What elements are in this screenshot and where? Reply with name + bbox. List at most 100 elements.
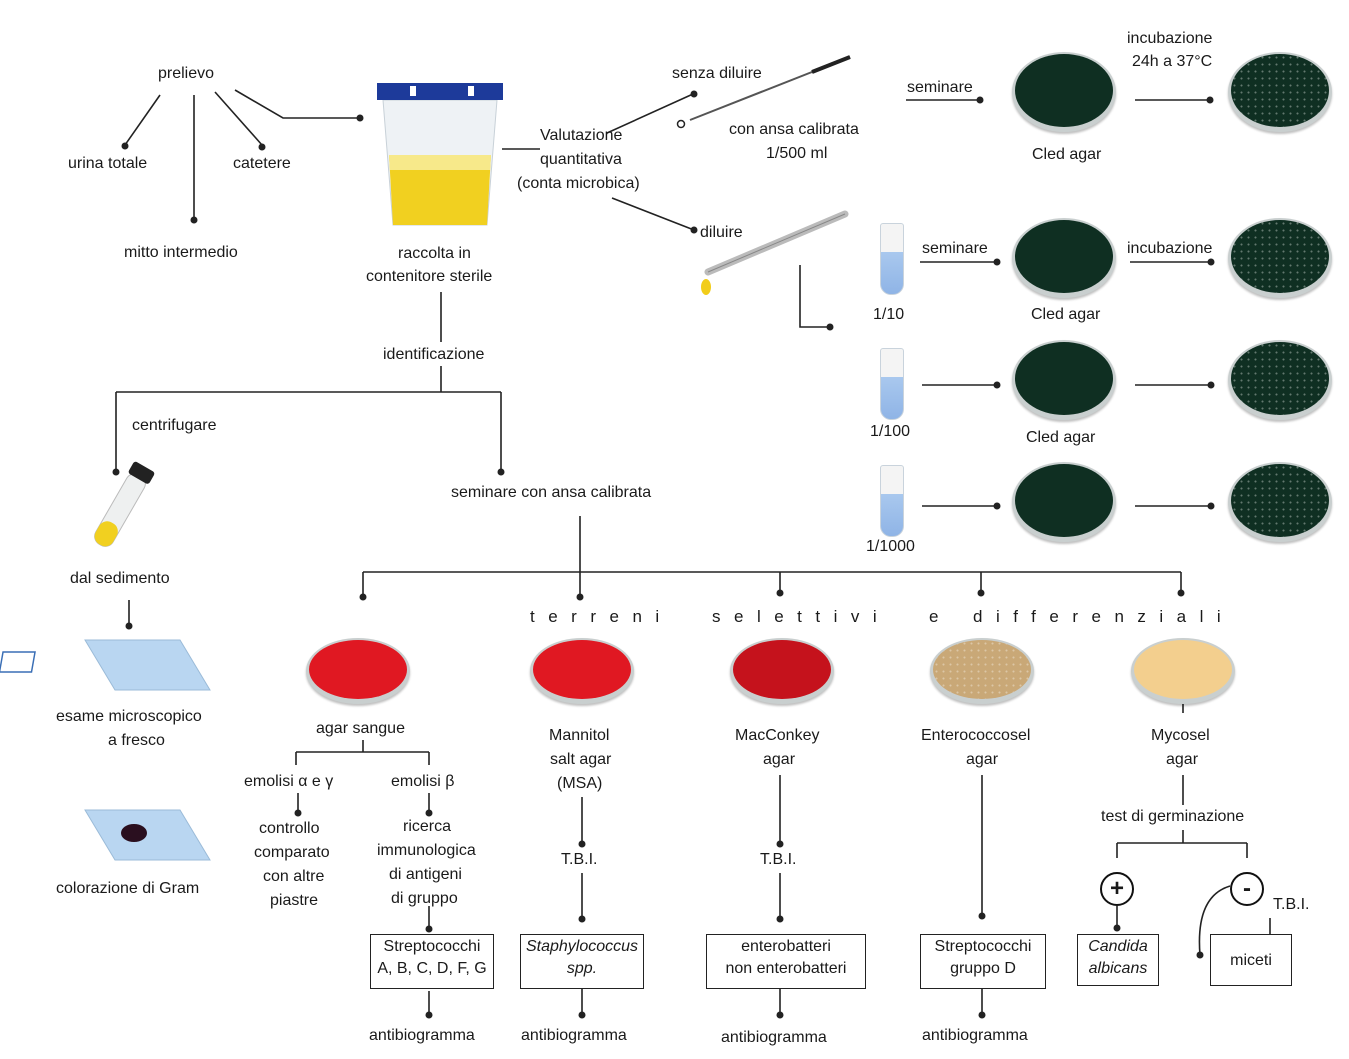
dilution-tube-1-10 [880, 223, 904, 295]
result-candida-albicans: Candida albicans [1077, 934, 1159, 986]
label-controllo-3: con altre [263, 868, 325, 885]
label-mitto-intermedio: mitto intermedio [124, 244, 238, 261]
cled-dish-top-1 [1015, 54, 1113, 127]
label-controllo-2: comparato [254, 844, 330, 861]
label-msa-3: (MSA) [557, 775, 603, 792]
label-msa-1: Mannitol [549, 727, 610, 744]
slide-microscopy-icon [0, 639, 211, 691]
result-line-1: Candida [1088, 938, 1148, 955]
result-line-2: A, B, C, D, F, G [377, 960, 487, 977]
label-seminare-ansa: seminare con ansa calibrata [451, 484, 652, 501]
cled-dish-1-100-b [1231, 342, 1329, 415]
label-dilution-1-1000: 1/1000 [866, 538, 915, 555]
result-line-2: albicans [1088, 960, 1148, 977]
label-ricerca-2: immunologica [377, 842, 476, 859]
label-antibiogramma-3: antibiogramma [721, 1029, 827, 1046]
label-con-ansa: con ansa calibrata [729, 121, 859, 138]
cled-dish-1-10-b [1231, 220, 1329, 293]
label-incubazione-2: incubazione [1127, 240, 1213, 257]
result-streptococchi-abcdfg: Streptococchi A, B, C, D, F, G [370, 934, 494, 989]
label-dilution-1-100: 1/100 [870, 423, 911, 440]
label-msa-2: salt agar [550, 751, 612, 768]
label-con-ansa-volume: 1/500 ml [766, 145, 828, 162]
result-line-2: non enterobatteri [725, 960, 847, 977]
label-urina-totale: urina totale [68, 155, 148, 172]
label-differenziali: differenziali [973, 607, 1235, 626]
label-tbi-mycosel: T.B.I. [1273, 896, 1310, 913]
label-antibiogramma-4: antibiogramma [922, 1027, 1028, 1044]
cled-dish-1-100-a [1015, 342, 1113, 415]
label-e: e [929, 607, 952, 626]
result-staphylococcus: Staphylococcus spp. [520, 934, 644, 989]
dilution-tube-1-1000 [880, 465, 904, 537]
label-antibiogramma-2: antibiogramma [521, 1027, 627, 1044]
result-line-1: Streptococchi [934, 938, 1032, 955]
cled-dish-1-1000-b [1231, 464, 1329, 537]
label-catetere: catetere [233, 155, 291, 172]
label-enterococcosel-2: agar [966, 751, 999, 768]
centrifuge-tube-icon [94, 461, 155, 547]
pipette-icon [701, 210, 849, 295]
label-centrifugare: centrifugare [132, 417, 217, 434]
result-streptococchi-d: Streptococchi gruppo D [920, 934, 1046, 989]
label-controllo-1: controllo [259, 820, 320, 837]
agar-sangue-dish [309, 640, 407, 699]
label-tbi-msa: T.B.I. [561, 851, 598, 868]
label-agar-sangue: agar sangue [316, 720, 405, 737]
mycosel-dish [1134, 640, 1232, 699]
label-valutazione-3: (conta microbica) [517, 175, 640, 192]
label-dal-sedimento: dal sedimento [70, 570, 170, 587]
label-seminare-top: seminare [907, 79, 973, 96]
label-cled-agar-1: Cled agar [1032, 146, 1102, 163]
label-cled-agar-2: Cled agar [1031, 306, 1101, 323]
label-antibiogramma-1: antibiogramma [369, 1027, 475, 1044]
result-line-2: spp. [566, 960, 598, 977]
label-ricerca-4: di gruppo [391, 890, 458, 907]
result-line-1: enterobatteri [741, 938, 831, 955]
cled-dish-1-1000-a [1015, 464, 1113, 537]
label-selettivi: selettivi [712, 607, 891, 626]
label-gram: colorazione di Gram [56, 880, 200, 897]
label-incubazione-24h-1: incubazione [1127, 30, 1213, 47]
label-diluire: diluire [700, 224, 743, 241]
dilution-tube-1-100 [880, 348, 904, 420]
result-enterobatteri: enterobatteri non enterobatteri [706, 934, 866, 989]
label-macconkey-1: MacConkey [735, 727, 820, 744]
label-terreni: terreni [530, 607, 673, 626]
msa-dish [533, 640, 631, 699]
label-raccolta-2: contenitore sterile [366, 268, 493, 285]
macconkey-dish [733, 640, 831, 699]
label-ricerca-3: di antigeni [389, 866, 462, 883]
label-emolisi-b: emolisi β [391, 773, 455, 790]
minus-icon: - [1230, 872, 1264, 906]
label-cled-agar-3: Cled agar [1026, 429, 1096, 446]
label-seminare-2: seminare [922, 240, 988, 257]
slide-gram-icon [84, 809, 211, 861]
label-tbi-mac: T.B.I. [760, 851, 797, 868]
label-valutazione-2: quantitativa [540, 151, 622, 168]
label-emolisi-ag: emolisi α e γ [244, 773, 334, 790]
label-esame-1: esame microscopico [56, 708, 202, 725]
plus-icon: + [1100, 872, 1134, 906]
cled-dish-top-2 [1231, 54, 1329, 127]
result-line-2: gruppo D [950, 960, 1016, 977]
label-prelievo: prelievo [158, 65, 215, 82]
label-enterococcosel-1: Enterococcosel [921, 727, 1031, 744]
sterile-container-icon [377, 83, 503, 226]
label-raccolta-1: raccolta in [398, 245, 471, 262]
label-dilution-1-10: 1/10 [873, 306, 905, 323]
result-miceti: miceti [1210, 934, 1292, 986]
label-valutazione-1: Valutazione [540, 127, 623, 144]
label-test-germinazione: test di germinazione [1101, 808, 1245, 825]
label-identificazione: identificazione [383, 346, 485, 363]
label-mycosel-1: Mycosel [1151, 727, 1210, 744]
result-line-1: Staphylococcus [525, 938, 639, 955]
label-controllo-4: piastre [270, 892, 319, 909]
label-incubazione-24h-2: 24h a 37°C [1132, 53, 1213, 70]
cled-dish-1-10-a [1015, 220, 1113, 293]
enterococcosel-dish [933, 640, 1031, 699]
label-mycosel-2: agar [1166, 751, 1199, 768]
result-line-1: Streptococchi [383, 938, 481, 955]
